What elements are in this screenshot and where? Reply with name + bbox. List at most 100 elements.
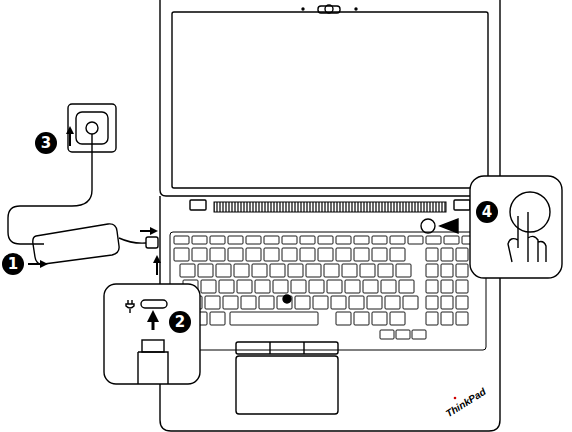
power-inset: [440, 176, 562, 278]
illustration-stroke: [363, 280, 378, 293]
illustration-stroke: [170, 232, 486, 350]
illustration-stroke: [236, 356, 338, 414]
illustration-stroke: [360, 264, 375, 277]
illustration-stroke: [241, 296, 256, 309]
illustration-stroke: [354, 312, 369, 325]
illustration-stroke: [104, 284, 200, 384]
illustration-stroke: [269, 342, 270, 354]
illustration-stroke: [372, 248, 387, 261]
illustration-stroke: [246, 236, 261, 244]
illustration-stroke: [456, 264, 468, 277]
illustration-stroke: [228, 248, 243, 261]
illustration-stroke: [390, 312, 405, 325]
illustration-stroke: [372, 236, 387, 244]
illustration-stroke: [421, 219, 435, 233]
illustration-stroke: [192, 248, 207, 261]
illustration-stroke: [255, 280, 270, 293]
illustration-stroke: [306, 264, 321, 277]
illustration-stroke: [172, 12, 488, 188]
illustration-stroke: [456, 312, 468, 325]
illustration-stroke: [426, 264, 438, 277]
illustration-stroke: [234, 264, 249, 277]
illustration-stroke: [160, 196, 500, 431]
illustration-stroke: [259, 296, 274, 309]
illustration-stroke: [288, 264, 303, 277]
illustration-stroke: [141, 300, 167, 308]
illustration-stroke: [331, 296, 346, 309]
illustration-stroke: [273, 280, 288, 293]
illustration-stroke: [372, 312, 387, 325]
ac-adapter: [8, 134, 158, 264]
illustration-stroke: [426, 296, 438, 309]
callout-badges: [2, 132, 498, 399]
illustration-stroke: [160, 0, 500, 196]
illustration-stroke: [302, 8, 304, 10]
illustration-stroke: [349, 296, 364, 309]
illustration-stroke: [318, 6, 340, 13]
illustration-stroke: [282, 248, 297, 261]
illustration-stroke: [367, 296, 382, 309]
illustration-stroke: [303, 342, 304, 354]
illustration-stroke: [152, 316, 155, 330]
illustration-stroke: [336, 248, 351, 261]
illustration-stroke: [318, 248, 333, 261]
illustration-stroke: [441, 248, 453, 261]
illustration-stroke: [295, 296, 310, 309]
illustration-stroke: [190, 200, 206, 210]
illustration-stroke: [508, 212, 546, 262]
illustration-stroke: [282, 236, 297, 244]
illustration-stroke: [146, 237, 158, 248]
direction-arrows: [28, 130, 157, 275]
illustration-stroke: [309, 280, 324, 293]
illustration-stroke: [324, 264, 339, 277]
illustration-stroke: [264, 236, 279, 244]
illustration-stroke: [399, 280, 414, 293]
illustration-stroke: [380, 330, 394, 339]
illustration-stroke: [138, 352, 168, 384]
illustration-stroke: [205, 296, 220, 309]
illustration-stroke: [456, 280, 468, 293]
callout-number: 2: [175, 315, 185, 330]
illustration-stroke: [441, 296, 453, 309]
illustration-stroke: [236, 342, 338, 354]
illustration-stroke: [390, 236, 405, 244]
illustration-stroke: [210, 312, 225, 325]
illustration-stroke: [214, 202, 446, 212]
illustration-stroke: [318, 236, 333, 244]
illustration-stroke: [476, 201, 498, 223]
laptop-base: [160, 196, 500, 431]
illustration-stroke: [355, 8, 357, 10]
illustration-stroke: [396, 330, 410, 339]
illustration-stroke: [237, 280, 252, 293]
illustration-stroke: [35, 132, 57, 154]
illustration-stroke: [396, 264, 411, 277]
illustration-stroke: [201, 280, 216, 293]
illustration-stroke: [174, 236, 189, 244]
illustration-stroke: [354, 248, 369, 261]
illustration-stroke: [378, 264, 393, 277]
illustration-stroke: [119, 238, 146, 243]
illustration-stroke: [180, 264, 195, 277]
illustration-stroke: [441, 312, 453, 325]
illustration-stroke: [456, 296, 468, 309]
illustration-stroke: [345, 280, 360, 293]
illustration-stroke: [142, 340, 164, 352]
illustration-stroke: [390, 248, 405, 261]
illustration-stroke: [174, 248, 189, 261]
illustration-stroke: [216, 264, 231, 277]
illustration-stroke: [28, 263, 44, 265]
illustration-stroke: [69, 130, 71, 146]
illustration-stroke: [169, 311, 191, 333]
illustration-stroke: [210, 248, 225, 261]
illustration-stroke: [230, 312, 318, 325]
illustration-stroke: [441, 264, 453, 277]
illustration-stroke: [192, 236, 207, 244]
illustration-stroke: [252, 264, 267, 277]
illustration-stroke: [270, 264, 285, 277]
illustration-stroke: [426, 248, 438, 261]
illustration-stroke: [336, 312, 351, 325]
illustration-stroke: [510, 192, 550, 232]
illustration-stroke: [327, 280, 342, 293]
illustration-stroke: [246, 248, 261, 261]
